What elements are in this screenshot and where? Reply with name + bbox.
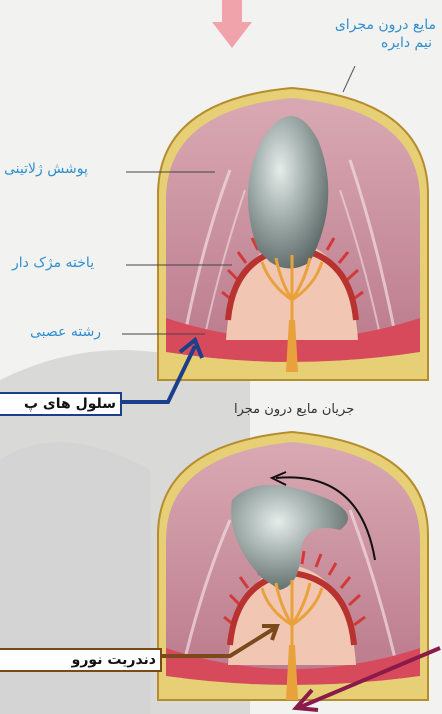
label-semicircular-fluid: مایع درون مجرای نیم دایره <box>335 16 436 52</box>
background-swoosh <box>0 442 150 714</box>
flow-arrow-top <box>212 0 252 48</box>
label-gelatinous-cover: پوشش ژلاتینی <box>4 161 88 177</box>
label-ciliated-cell: یاخته مژک دار <box>12 255 94 271</box>
ampulla-top <box>158 88 428 380</box>
label-nerve-fiber: رشته عصبی <box>30 324 101 340</box>
annotation-box-dendrite: دندریت نورو <box>0 648 162 672</box>
annotation-box-hair-cells: سلول های پ <box>0 392 122 416</box>
label-line: مایع درون مجرای <box>335 16 436 34</box>
ampulla-bottom <box>158 432 428 700</box>
label-line: نیم دایره <box>335 34 436 52</box>
label-fluid-flow: جریان مایع درون مجرا <box>234 402 354 417</box>
